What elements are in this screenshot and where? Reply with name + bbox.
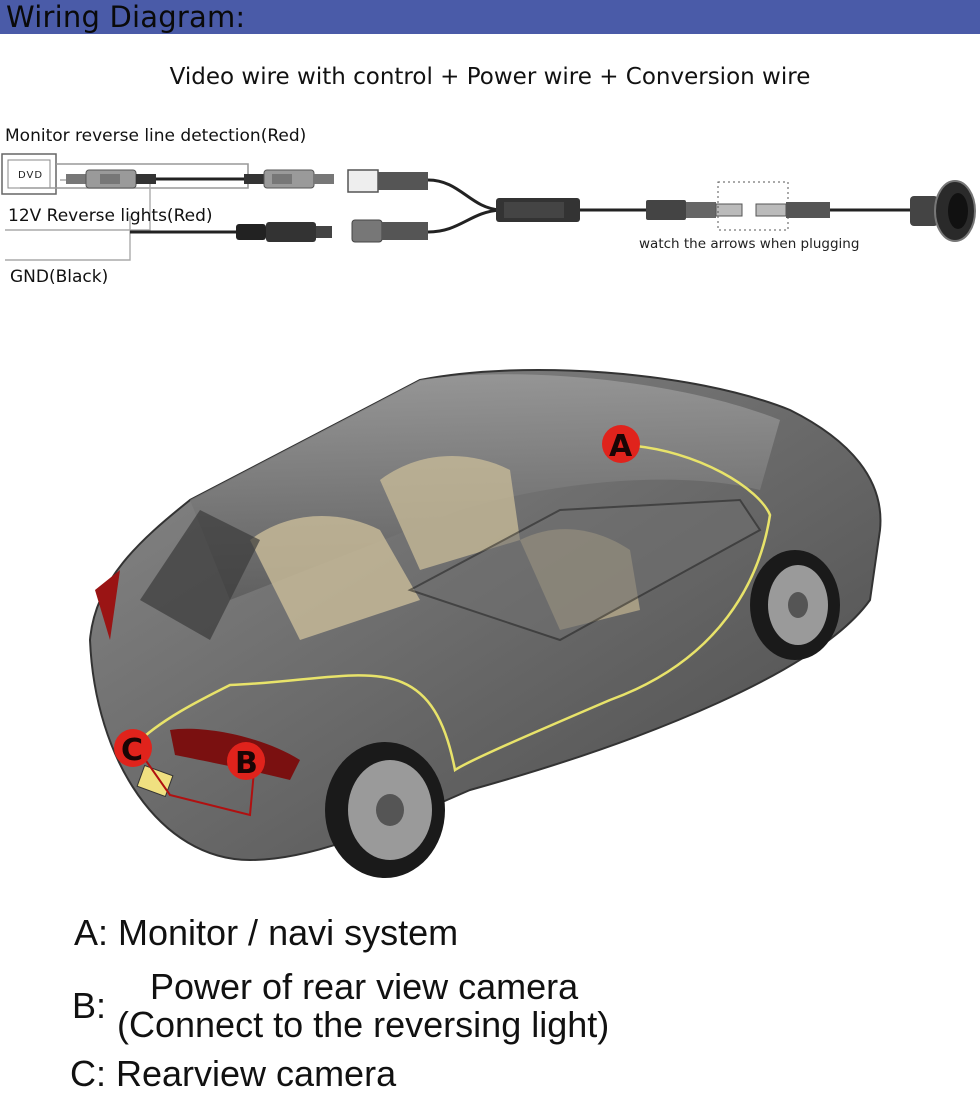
header-bar: Wiring Diagram: <box>0 0 980 34</box>
arrows-note: watch the arrows when plugging <box>639 236 860 252</box>
legend-b-line1: Power of rear view camera <box>150 966 579 1007</box>
rear-camera <box>910 180 976 242</box>
wiring-subtitle: Video wire with control + Power wire + C… <box>169 64 811 90</box>
marker-a-label: A <box>609 429 633 464</box>
monitor-reverse-label: Monitor reverse line detection(Red) <box>5 126 307 146</box>
legend-c: C: Rearview camera <box>70 1053 397 1094</box>
rca-plug-left <box>66 169 156 189</box>
front-wheel <box>750 550 840 660</box>
rca-jack <box>347 169 428 193</box>
routing-wire <box>134 443 772 773</box>
reverse-lights-label: 12V Reverse lights(Red) <box>8 206 213 226</box>
marker-a <box>602 425 640 463</box>
dc-jack <box>351 219 428 243</box>
marker-b-label: B <box>235 746 258 781</box>
plug-arrow-box <box>717 181 789 231</box>
car-illustration: A B C <box>88 369 882 878</box>
power-plug <box>130 222 332 242</box>
marker-b <box>227 742 265 780</box>
dvd-label: DVD <box>18 170 44 181</box>
header-title: Wiring Diagram: <box>6 0 246 34</box>
marker-c <box>114 729 152 767</box>
rear-wheel <box>325 742 445 878</box>
legend-b-key: B: <box>72 985 107 1026</box>
camera-connector <box>755 202 830 218</box>
marker-c-label: C <box>121 733 143 768</box>
extension-connector <box>646 200 743 220</box>
wiring-diagram <box>1 153 976 261</box>
rca-plug-right <box>244 169 334 189</box>
legend-a: A: Monitor / navi system <box>74 912 459 953</box>
ground-label: GND(Black) <box>10 267 109 287</box>
legend-b-line2: (Connect to the reversing light) <box>117 1004 610 1045</box>
